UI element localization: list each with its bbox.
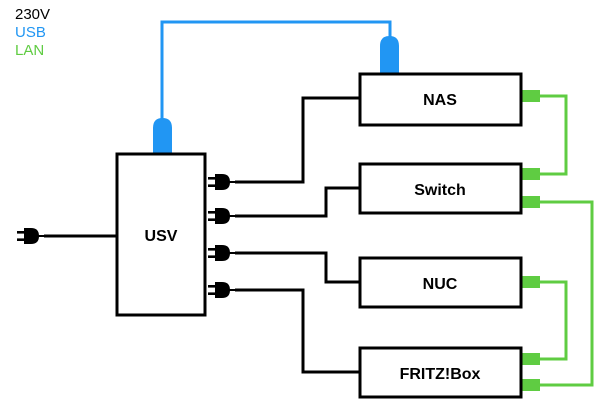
legend-lan: LAN <box>15 42 45 59</box>
outlet-plug-2-icon <box>208 208 235 224</box>
usb-plug-nas-icon <box>380 36 399 73</box>
lan-port-fritzbox-2-icon <box>522 379 540 391</box>
power-wire-switch <box>235 186 360 218</box>
device-nuc-label: NUC <box>423 276 458 293</box>
device-nuc[interactable]: NUC <box>358 256 523 309</box>
legend: 230V USB LAN <box>15 6 50 60</box>
power-wire-fritzbox <box>235 288 360 374</box>
outlet-plug-3-icon <box>208 245 235 261</box>
legend-230v: 230V <box>15 6 51 23</box>
device-switch[interactable]: Switch <box>358 162 523 215</box>
legend-usb: USB <box>15 24 46 41</box>
lan-wire-switch-fritzbox <box>540 200 594 387</box>
outlet-plug-4-icon <box>208 282 235 298</box>
lan-wire-nuc-fritzbox <box>540 280 568 361</box>
power-plug-icon <box>17 228 44 244</box>
device-usv-label: USV <box>145 228 178 245</box>
lan-port-fritzbox-1-icon <box>522 353 540 365</box>
lan-wire-nas-switch <box>540 94 568 176</box>
device-nas[interactable]: NAS <box>358 72 523 127</box>
power-wire-nuc <box>235 251 360 284</box>
power-input <box>17 228 117 244</box>
device-usv[interactable]: USV <box>115 152 207 317</box>
device-fritzbox[interactable]: FRITZ!Box <box>358 346 523 399</box>
lan-port-nas-icon <box>522 90 540 102</box>
lan-port-switch-1-icon <box>522 168 540 180</box>
power-wire-nas <box>235 96 360 184</box>
device-switch-label: Switch <box>414 182 466 199</box>
device-fritzbox-label: FRITZ!Box <box>400 366 481 383</box>
lan-cables <box>522 90 594 391</box>
lan-port-nuc-icon <box>522 276 540 288</box>
power-cables <box>208 96 360 374</box>
device-nas-label: NAS <box>423 92 457 109</box>
usb-plug-usv-icon <box>153 118 172 153</box>
lan-port-switch-2-icon <box>522 196 540 208</box>
usb-cable <box>153 20 399 153</box>
outlet-plug-1-icon <box>208 174 235 190</box>
